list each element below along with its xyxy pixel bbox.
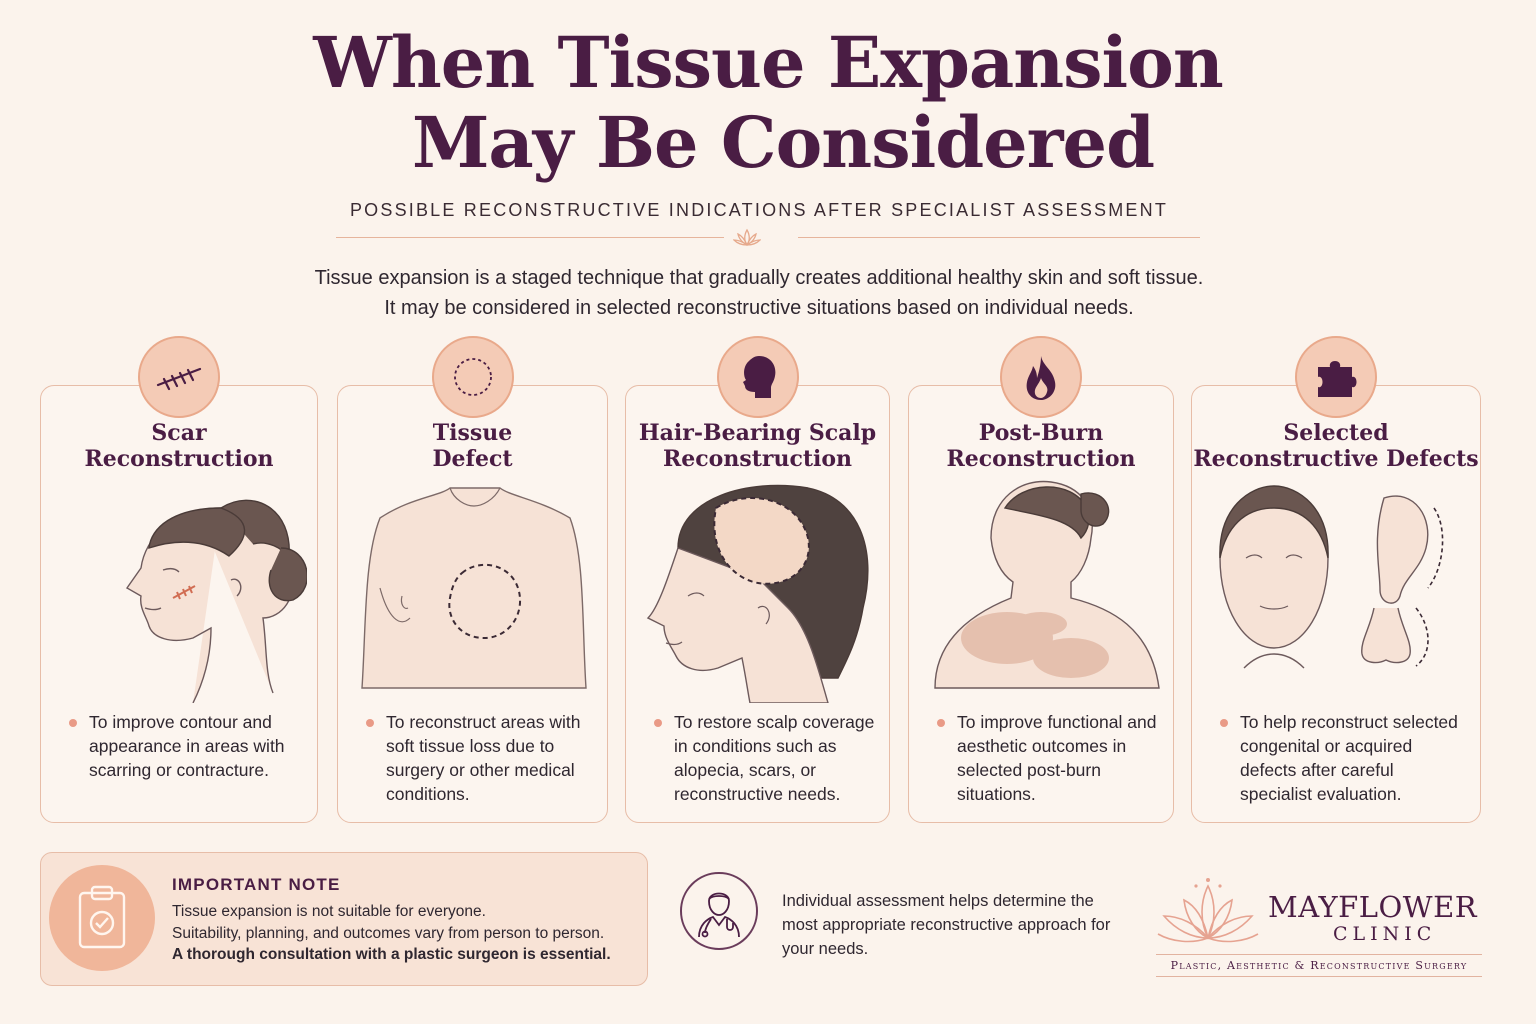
face-profile-illustration <box>53 478 308 704</box>
assessment-text: Individual assessment helps determine th… <box>782 892 1111 958</box>
note-line-3: A thorough consultation with a plastic s… <box>172 946 611 963</box>
page-title-line1: When Tissue Expansion <box>313 21 1223 104</box>
sutured-scar-icon <box>138 336 220 418</box>
card-description: To restore scalp coverage in conditions … <box>654 710 875 806</box>
card-description-text: To reconstruct areas with soft tissue lo… <box>386 712 581 804</box>
lotus-divider <box>336 226 1200 254</box>
page-subtitle: POSSIBLE RECONSTRUCTIVE INDICATIONS AFTE… <box>349 200 1169 220</box>
bullet-dot <box>1220 719 1228 727</box>
dashed-circle-icon <box>431 336 514 418</box>
back-shoulders-illustration <box>921 478 1161 703</box>
logo-name: MAYFLOWER <box>1268 890 1478 924</box>
card-title-line2: Reconstruction <box>946 446 1136 472</box>
card-title-line2: Reconstruction <box>84 446 274 472</box>
note-line-1: Tissue expansion is not suitable for eve… <box>172 903 486 920</box>
scalp-profile-illustration <box>638 478 877 704</box>
card-description-text: To improve functional and aesthetic outc… <box>957 712 1157 804</box>
card-description: To improve functional and aesthetic outc… <box>937 710 1159 806</box>
card-title: Hair-Bearing Scalp Reconstruction <box>626 420 889 472</box>
card-description: To help reconstruct selected congenital … <box>1220 710 1466 806</box>
intro-text-line2: It may be considered in selected reconst… <box>384 297 1134 319</box>
mayflower-clinic-logo: MAYFLOWER CLINIC Plastic, Aesthetic & Re… <box>1156 872 1486 982</box>
card-title-line1: Scar <box>151 420 207 446</box>
important-note: IMPORTANT NOTE Tissue expansion is not s… <box>40 852 648 986</box>
page-title-line2: May Be Considered <box>411 101 1155 184</box>
card-title: Scar Reconstruction <box>41 420 317 472</box>
doctor-icon <box>680 872 758 950</box>
card-description: To reconstruct areas with soft tissue lo… <box>366 710 593 806</box>
card-scalp-reconstruction: Hair-Bearing Scalp Reconstruction To res… <box>625 336 890 823</box>
face-ear-nose-illustration <box>1204 478 1468 703</box>
logo-sub: CLINIC <box>1333 923 1437 945</box>
card-title: Selected Reconstructive Defects <box>1192 420 1480 472</box>
card-title-line1: Tissue <box>432 420 513 446</box>
bullet-dot <box>654 719 662 727</box>
lotus-icon <box>733 228 761 247</box>
bullet-dot <box>937 719 945 727</box>
card-title-line1: Hair-Bearing Scalp <box>638 420 877 446</box>
logo-tagline: Plastic, Aesthetic & Reconstructive Surg… <box>1170 959 1468 972</box>
card-description: To improve contour and appearance in are… <box>69 710 303 782</box>
card-title-line1: Selected <box>1283 420 1389 446</box>
flame-icon <box>1000 336 1082 418</box>
puzzle-piece-icon <box>1295 336 1377 418</box>
divider-line-left <box>336 237 724 238</box>
divider-line-right <box>798 237 1200 238</box>
card-description-text: To help reconstruct selected congenital … <box>1240 712 1458 804</box>
bullet-dot <box>69 719 77 727</box>
card-description-text: To restore scalp coverage in conditions … <box>674 712 875 804</box>
head-silhouette-icon <box>716 336 799 418</box>
lotus-logo-icon <box>1157 878 1259 943</box>
card-title-line2: Defect <box>432 446 513 472</box>
card-title-line1: Post-Burn <box>978 420 1104 446</box>
card-post-burn-reconstruction: Post-Burn Reconstruction To improve func… <box>908 336 1174 823</box>
note-title: IMPORTANT NOTE <box>172 875 341 894</box>
card-title-line2: Reconstruction <box>662 446 853 472</box>
note-line-2: Suitability, planning, and outcomes vary… <box>172 925 605 942</box>
card-title-line2: Reconstructive Defects <box>1193 446 1479 472</box>
logo-rule-top <box>1156 954 1482 955</box>
card-title: Tissue Defect <box>338 420 607 472</box>
card-description-text: To improve contour and appearance in are… <box>89 712 285 780</box>
clipboard-check-icon <box>49 865 155 971</box>
intro-text-line1: Tissue expansion is a staged technique t… <box>314 267 1204 289</box>
card-tissue-defect: Tissue Defect To reconstruct areas with … <box>337 336 608 823</box>
card-selected-defects: Selected Reconstructive Defects <box>1191 336 1481 823</box>
card-title: Post-Burn Reconstruction <box>909 420 1173 472</box>
card-scar-reconstruction: Scar Reconstruction <box>40 336 318 823</box>
bullet-dot <box>366 719 374 727</box>
logo-rule-bottom <box>1156 976 1482 977</box>
torso-illustration <box>350 478 595 703</box>
